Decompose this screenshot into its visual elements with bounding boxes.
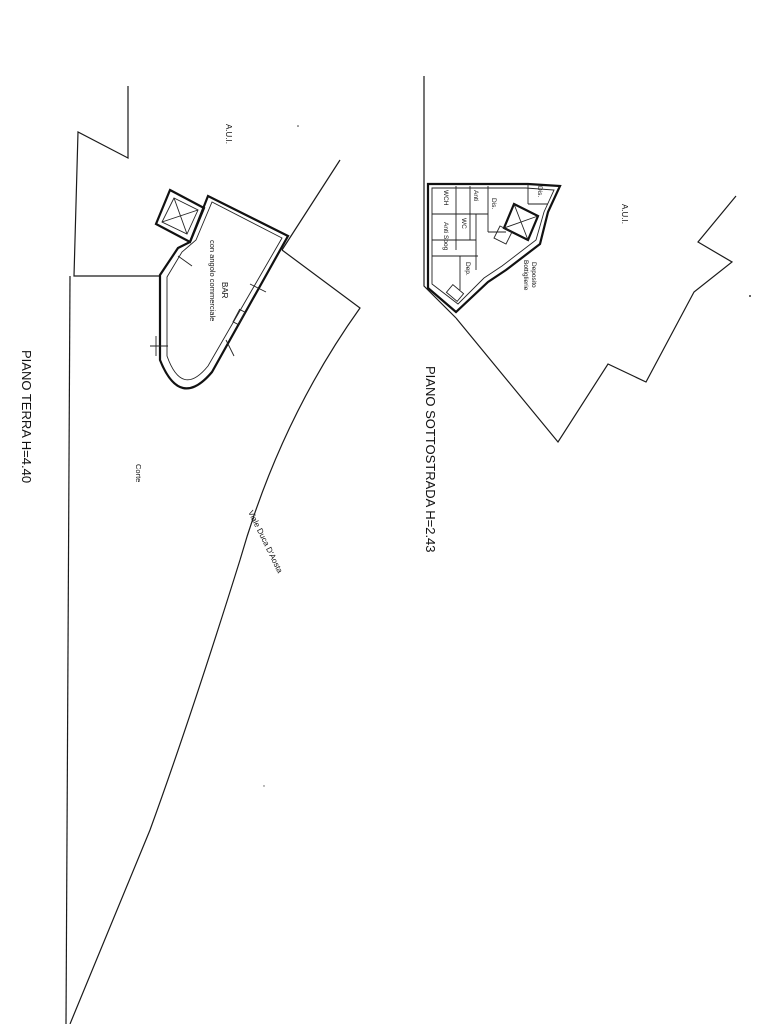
lift-shaft — [154, 188, 206, 244]
bar-inner-wall — [166, 201, 283, 381]
scan-speck — [749, 295, 751, 297]
room-wch: WCH — [442, 190, 449, 206]
room-bottiglierie: Bottiglierie — [522, 260, 529, 291]
basement-neighbour-label: A.U.I. — [620, 204, 629, 224]
basement-boundary-outline — [455, 195, 737, 444]
site-boundary-diagonal — [281, 159, 341, 251]
neighbour-boundary — [73, 86, 160, 277]
room-anti: Anti — [472, 190, 479, 201]
street-edge — [69, 249, 361, 1024]
room-dis-1: Dis. — [490, 198, 497, 209]
ground-floor-plan: A.U.I. BAR con angolo commerciale Corte … — [19, 86, 361, 1024]
scan-speck — [297, 125, 299, 127]
bar-room-outline — [158, 194, 290, 390]
scan-speck — [263, 785, 265, 787]
basement-title: PIANO SOTTOSTRADA H=2.43 — [423, 366, 438, 553]
bar-room-note: con angolo commerciale — [208, 240, 217, 321]
bar-room-name: BAR — [220, 282, 229, 299]
window-mark — [232, 308, 246, 326]
room-dep: Dep. — [464, 262, 471, 276]
basement-lift-shaft — [493, 202, 540, 245]
neighbour-label: A.U.I. — [224, 124, 233, 144]
street-name: Viale Duca D'Aosta — [246, 509, 284, 575]
room-dis-2: Dis. — [536, 186, 543, 197]
room-anti-spog: Anti Spog — [442, 222, 449, 251]
opening-mark — [249, 283, 267, 293]
room-wc: WC — [460, 218, 467, 229]
basement-plan: WCH Anti WC Anti Spog Dis. Dis. Dep. Dep… — [423, 76, 737, 553]
courtyard-label: Corte — [134, 464, 143, 482]
basement-boundary-left — [423, 76, 457, 319]
room-deposito: Deposito — [530, 262, 537, 288]
opening-mark — [225, 339, 235, 357]
ground-floor-title: PIANO TERRA H=4.40 — [19, 350, 34, 483]
site-boundary-left — [65, 275, 71, 1024]
basement-block — [426, 182, 562, 314]
opening-mark — [177, 255, 193, 267]
